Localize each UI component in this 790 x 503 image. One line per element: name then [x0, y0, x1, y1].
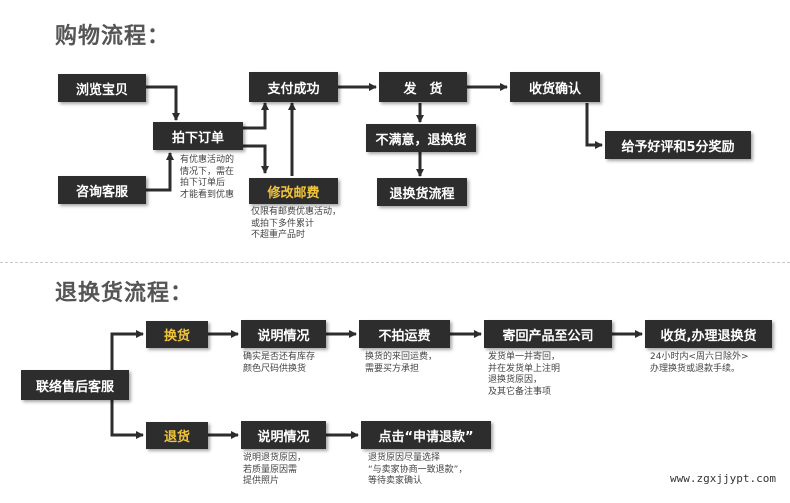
arrow-contact-to-exchange	[110, 330, 144, 370]
node-exchange: 换货	[146, 321, 208, 348]
note-explain-refund: 说明退货原因， 若质量原因需 提供照片	[243, 453, 307, 486]
node-browse: 浏览宝贝	[58, 74, 146, 102]
note-explain-exchange: 确实是否还有库存 颜色尺码供换货	[243, 352, 316, 374]
arrow-browse-to-order	[146, 85, 180, 121]
node-place-order: 拍下订单	[153, 122, 243, 150]
arrow-consult-to-order	[146, 152, 174, 192]
note-postage: 仅限有邮费优惠活动， 或拍下多件累计 不超重产品时	[251, 207, 342, 240]
node-consult: 咨询客服	[58, 176, 146, 204]
shopping-flow-title: 购物流程：	[55, 24, 171, 49]
arrow-order-to-postage	[243, 144, 269, 174]
return-flow-title: 退换货流程：	[55, 281, 194, 306]
note-receive-process: 24小时内<周六日除外> 办理换货或退款手续。	[650, 352, 749, 374]
node-send-back: 寄回产品至公司	[484, 320, 612, 348]
node-no-shipping-fee: 不拍运费	[359, 320, 450, 348]
watermark: www.zgxjjypt.com	[670, 472, 776, 485]
note-discount: 有优惠活动的 情况下，需在 拍下订单后 才能看到优惠	[180, 155, 235, 200]
node-confirm-receipt: 收货确认	[510, 72, 600, 102]
section-divider	[0, 262, 790, 263]
node-return-flow: 退换货流程	[377, 178, 467, 206]
node-modify-postage: 修改邮费	[249, 178, 338, 204]
node-unsatisfied-return: 不满意，退换货	[366, 124, 476, 152]
node-refund: 退货	[146, 422, 208, 449]
note-no-shipping-fee: 换货的来回运费， 需要买方承担	[365, 352, 438, 374]
node-receive-process: 收货,办理退换货	[645, 320, 772, 348]
node-apply-refund: 点击“申请退款”	[361, 421, 491, 449]
node-ship: 发 货	[379, 72, 467, 102]
node-payment-success: 支付成功	[249, 72, 338, 102]
node-contact-service: 联络售后客服	[21, 370, 129, 400]
node-praise: 给予好评和5分奖励	[605, 131, 751, 159]
node-explain-exchange: 说明情况	[241, 320, 326, 348]
note-apply-refund: 退货原因尽量选择 “与卖家协商一致退款”， 等待卖家确认	[368, 453, 468, 486]
arrow-receive-to-praise	[585, 103, 603, 149]
arrow-contact-to-refund	[110, 400, 144, 439]
arrow-order-to-pay	[243, 102, 269, 130]
note-send-back: 发货单一并寄回， 并在发货单上注明 退换货原因， 及其它备注事项	[488, 352, 561, 397]
node-explain-refund: 说明情况	[241, 421, 326, 449]
